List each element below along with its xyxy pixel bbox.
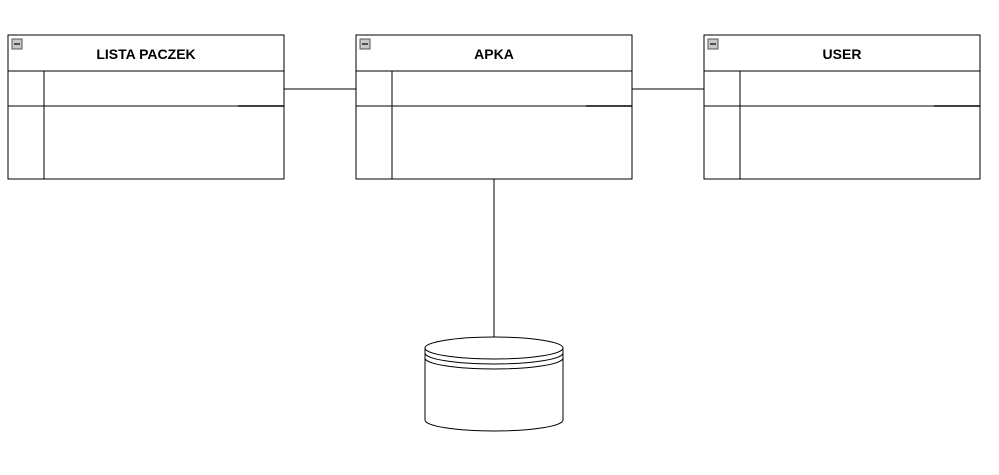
entity-frame [355, 34, 633, 180]
entity-frame [7, 34, 285, 180]
entity-title: USER [823, 46, 862, 62]
entity-apka[interactable]: APKA [355, 34, 633, 180]
database-top [424, 336, 564, 360]
entity-title: LISTA PACZEK [96, 46, 195, 62]
entity-user[interactable]: USER [703, 34, 981, 180]
database-cylinder[interactable] [424, 336, 564, 432]
entity-title: APKA [474, 46, 514, 62]
minus-box-icon[interactable] [359, 38, 371, 50]
database-ring [424, 357, 564, 370]
entity-lista-paczek[interactable]: LISTA PACZEK [7, 34, 285, 180]
minus-box-icon[interactable] [11, 38, 23, 50]
minus-box-icon[interactable] [707, 38, 719, 50]
database-body [424, 348, 564, 432]
entity-frame [703, 34, 981, 180]
database-ring [424, 352, 564, 365]
